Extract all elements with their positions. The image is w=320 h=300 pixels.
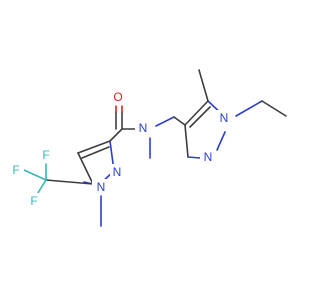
- bond-c4-c5-left: [77, 152, 94, 185]
- bond-n1-n2-right: [216, 131, 226, 151]
- bond-c4-c5-right-double: [189, 106, 211, 128]
- bond-c3-carbonyl: [109, 128, 123, 142]
- bond-c5-cf3: [45, 179, 94, 185]
- bond-ch2-c4-right: [173, 116, 186, 126]
- atom-n-pyrazole-a1: N: [97, 180, 106, 194]
- bond-c5-methyl-right: [198, 69, 209, 102]
- atom-f-top: F: [42, 148, 49, 162]
- bond-n1-ethyl: [235, 100, 263, 117]
- bond-c4-c5-right: [184, 100, 209, 126]
- bond-cf3-f-left: [23, 169, 47, 181]
- bonds: [23, 69, 287, 227]
- bond-c4-c3-left: [77, 140, 111, 154]
- atom-n-pyrazole-a2: N: [113, 165, 122, 179]
- atom-f-left: F: [12, 163, 19, 177]
- bond-n-amide-ch2: [155, 116, 175, 127]
- bond-c4-c3-left-double: [81, 146, 110, 159]
- atom-n-amide: N: [139, 121, 148, 135]
- atom-f-bottom: F: [30, 194, 37, 208]
- atom-n-pyrazole-b2: N: [204, 150, 213, 164]
- bond-ethyl-c-c: [261, 100, 287, 117]
- molecule-structure-diagram: O N N N N N F F F: [8, 69, 287, 227]
- atom-o-carbonyl: O: [113, 90, 122, 104]
- atom-labels: O N N N N N F F F: [8, 89, 232, 209]
- bond-n2-c3-right: [187, 156, 201, 159]
- bond-c3-c4-right: [184, 124, 189, 158]
- atom-n-pyrazole-b1: N: [220, 111, 229, 125]
